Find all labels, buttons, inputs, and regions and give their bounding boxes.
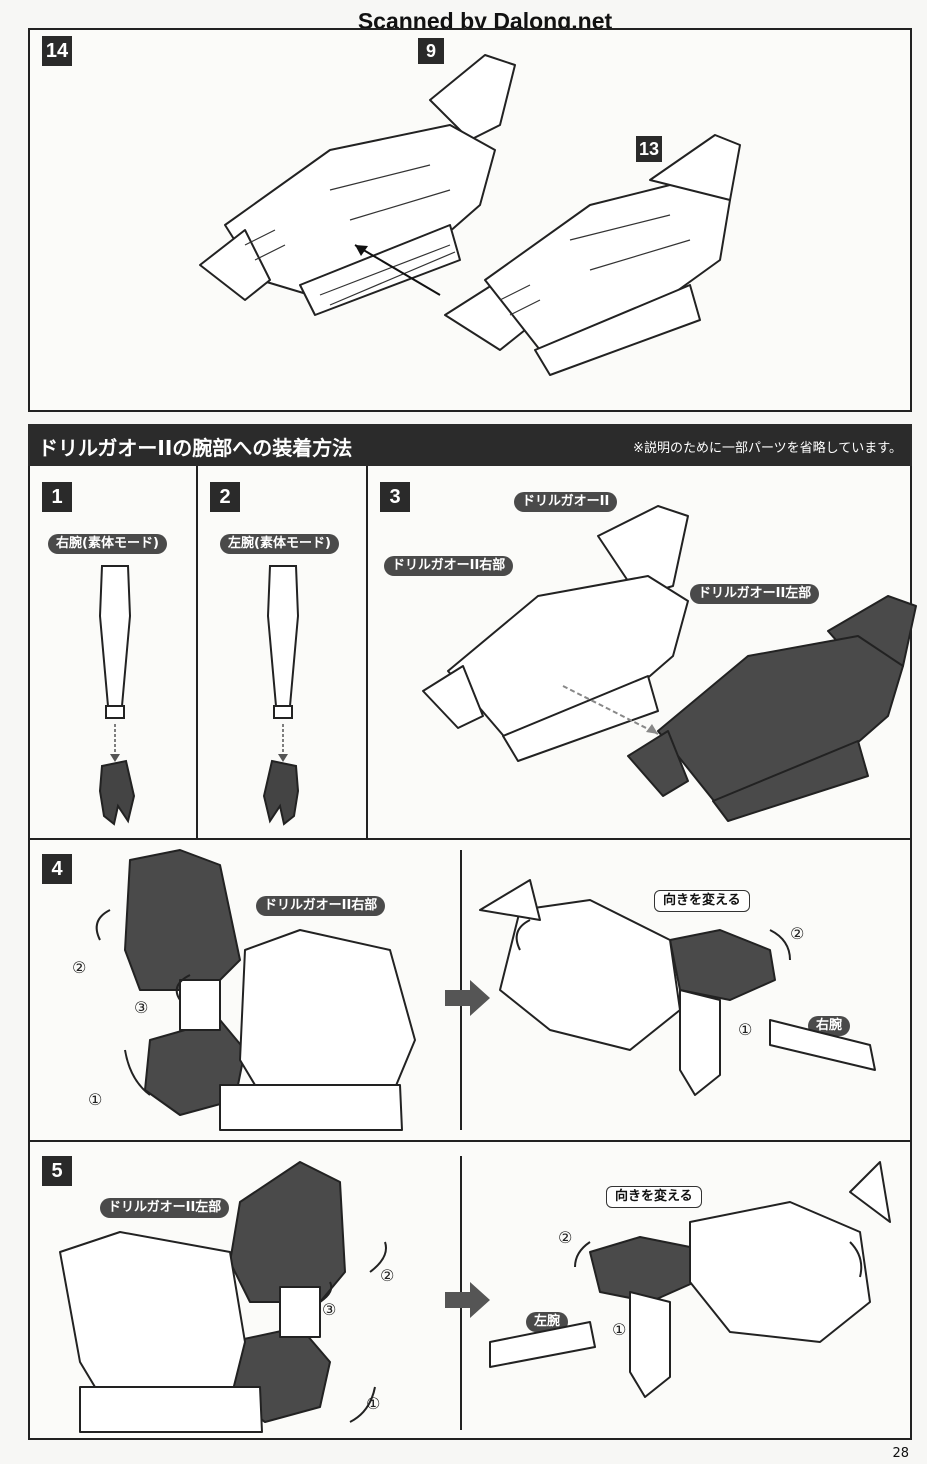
- step-4-callout: 向きを変える: [654, 890, 750, 912]
- step-5-arm-label: 左腕: [526, 1312, 569, 1332]
- step-3-label-main: ドリルガオーII: [514, 492, 618, 512]
- step-4-label: ドリルガオーII右部: [256, 896, 386, 916]
- mark-2: ②: [380, 1266, 395, 1285]
- step-3-number: 3: [380, 482, 410, 512]
- step-5-panel: 5 ドリルガオーII左部 向きを変える 左腕 ② ③ ① ② ①: [28, 1140, 912, 1440]
- part-label-13: 13: [636, 136, 663, 162]
- drill-split-illustration: [422, 505, 917, 822]
- mark-1: ①: [88, 1090, 103, 1109]
- step-number: 14: [42, 36, 72, 66]
- steps-1-3-panel: 1 右腕(素体モード) 2 左腕(素体モード) 3 ドリルガオーII ドリルガオ…: [28, 466, 917, 840]
- step-5-callout: 向きを変える: [606, 1186, 702, 1208]
- mark-2: ②: [790, 924, 805, 943]
- section-title: ドリルガオーIIの腕部への装着方法: [38, 436, 353, 460]
- section-header: ドリルガオーIIの腕部への装着方法 ※説明のために一部パーツを省略しています。: [28, 424, 912, 466]
- part-label-9: 9: [418, 38, 444, 64]
- section-note: ※説明のために一部パーツを省略しています。: [633, 441, 902, 456]
- right-arm-illustration: [98, 565, 136, 826]
- mark-1: ①: [738, 1020, 753, 1039]
- divider: [366, 466, 368, 838]
- step-4-panel: 4 ドリルガオーII右部 向きを変える 右腕 ② ③ ① ② ①: [28, 840, 912, 1142]
- mark-3: ③: [322, 1300, 337, 1319]
- mark-3: ③: [134, 998, 149, 1017]
- step-3-label-right: ドリルガオーII右部: [384, 556, 514, 576]
- step-5-number: 5: [42, 1156, 72, 1186]
- step-1-number: 1: [42, 482, 72, 512]
- step-5-illustration: [59, 1161, 891, 1433]
- step-2-number: 2: [210, 482, 240, 512]
- mark-1: ①: [612, 1320, 627, 1339]
- step-2-label: 左腕(素体モード): [220, 534, 339, 554]
- mark-1: ①: [366, 1394, 381, 1413]
- drill-vehicle-illustration: [199, 54, 741, 376]
- step-4-number: 4: [42, 854, 72, 884]
- page-number: 28: [892, 1446, 909, 1461]
- step-1-label: 右腕(素体モード): [48, 534, 167, 554]
- divider: [196, 466, 198, 838]
- mark-2: ②: [558, 1228, 573, 1247]
- step-14-panel: 14 9 13: [28, 28, 912, 412]
- mark-2: ②: [72, 958, 87, 977]
- step-3-label-left: ドリルガオーII左部: [690, 584, 820, 604]
- step-4-illustration: [95, 849, 876, 1131]
- left-arm-illustration: [262, 565, 300, 826]
- step-4-arm-label: 右腕: [808, 1016, 851, 1036]
- step-5-label: ドリルガオーII左部: [100, 1198, 230, 1218]
